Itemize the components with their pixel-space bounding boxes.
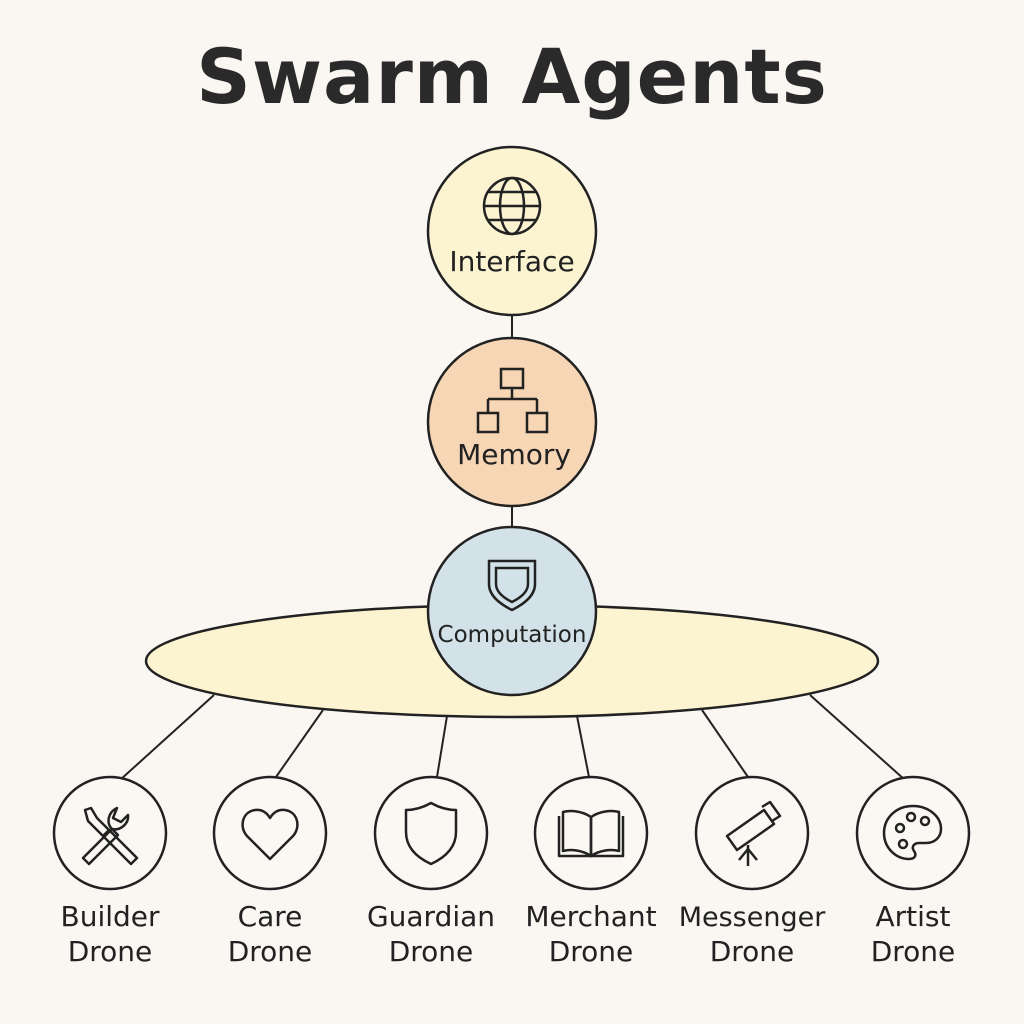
layer-computation[interactable]: Computation — [426, 525, 598, 697]
drone-label-line1: Guardian — [367, 900, 495, 933]
diagram-title: Swarm Agents — [196, 32, 828, 121]
drone-label-line1: Builder — [60, 900, 160, 933]
drone-circle — [373, 775, 489, 891]
shield-icon — [404, 801, 458, 866]
drone-builder[interactable]: Builder Drone — [52, 775, 168, 968]
drone-label-line1: Messenger — [679, 902, 827, 933]
telescope-icon — [725, 800, 782, 866]
layer-memory[interactable]: Memory — [426, 336, 598, 508]
drone-circle — [212, 775, 328, 891]
connector-messenger — [701, 709, 749, 778]
layer-label: Computation — [438, 622, 587, 648]
layer-interface[interactable]: Interface — [426, 145, 598, 317]
drone-circle — [855, 775, 971, 891]
drone-label-line2: Drone — [228, 935, 313, 968]
heart-icon — [241, 808, 299, 861]
drone-merchant[interactable]: Merchant Drone — [525, 775, 657, 968]
layer-circle — [426, 336, 598, 508]
drone-connectors — [119, 694, 906, 781]
drone-label-line2: Drone — [549, 935, 634, 968]
connector-guardian — [436, 715, 448, 778]
drone-label-line1: Artist — [876, 900, 951, 933]
shield-crest-icon — [487, 559, 537, 612]
drone-label-line2: Drone — [389, 935, 474, 968]
connector-merchant — [576, 715, 590, 778]
drone-label-line2: Drone — [68, 935, 153, 968]
drone-messenger[interactable]: Messenger Drone — [679, 775, 827, 968]
connector-artist — [809, 694, 906, 781]
drone-guardian[interactable]: Guardian Drone — [367, 775, 495, 968]
layer-label: Memory — [457, 438, 571, 471]
layer-label: Interface — [449, 245, 574, 278]
drone-care[interactable]: Care Drone — [212, 775, 328, 968]
connector-builder — [119, 694, 215, 781]
drone-circle — [52, 775, 168, 891]
drone-label-line2: Drone — [710, 935, 795, 968]
layer-circle — [426, 145, 598, 317]
drone-artist[interactable]: Artist Drone — [855, 775, 971, 968]
hierarchy-icon — [476, 367, 549, 434]
tools-icon — [81, 806, 139, 866]
drone-circle — [694, 775, 810, 891]
drone-label-line2: Drone — [871, 935, 956, 968]
book-icon — [557, 809, 625, 858]
drone-label-line1: Care — [238, 900, 303, 933]
palette-icon — [882, 804, 943, 861]
connector-care — [275, 709, 324, 778]
globe-icon — [482, 176, 542, 236]
drone-label-line1: Merchant — [525, 900, 656, 933]
